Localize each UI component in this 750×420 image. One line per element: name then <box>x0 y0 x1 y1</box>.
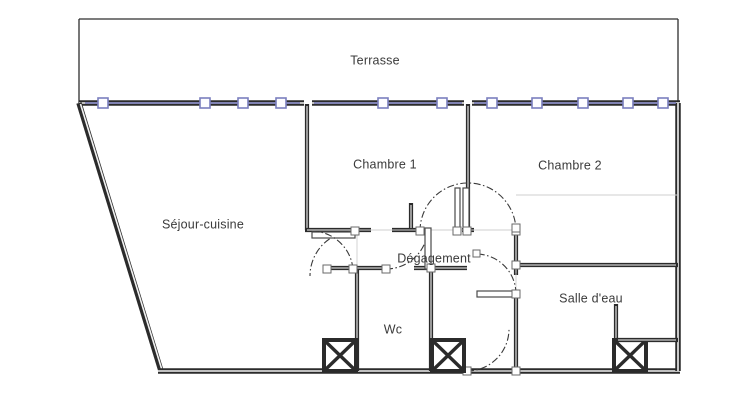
window-symbol[interactable] <box>237 97 249 109</box>
entry-door[interactable] <box>462 328 521 376</box>
window-symbol[interactable] <box>577 97 589 109</box>
room-label-wc: Wc <box>384 322 402 336</box>
window-symbol[interactable] <box>436 97 448 109</box>
structural-column <box>322 338 358 373</box>
window-symbol[interactable] <box>622 97 634 109</box>
room-label-terrasse: Terrasse <box>350 53 400 67</box>
window-band <box>85 97 676 109</box>
chambre-1-door[interactable] <box>309 226 360 277</box>
terrasse-outline <box>78 18 679 103</box>
column-stub-wall <box>613 304 678 343</box>
wall-nodes <box>426 223 521 273</box>
structural-column <box>612 338 648 373</box>
window-symbol[interactable] <box>199 97 211 109</box>
salle-d-eau-door[interactable] <box>472 249 521 299</box>
exterior-walls <box>76 100 681 374</box>
window-symbol[interactable] <box>531 97 543 109</box>
window-symbol[interactable] <box>657 97 669 109</box>
window-symbol[interactable] <box>97 97 109 109</box>
room-label-salle-d-eau: Salle d'eau <box>559 291 623 305</box>
room-label-chambre-2: Chambre 2 <box>538 158 602 172</box>
interior-walls <box>304 104 678 371</box>
window-symbol[interactable] <box>377 97 389 109</box>
window-symbol[interactable] <box>486 97 498 109</box>
window-symbol[interactable] <box>275 97 287 109</box>
room-label-sejour-cuisine: Séjour-cuisine <box>162 217 244 231</box>
wc-door[interactable] <box>310 230 358 274</box>
chambre-2-door[interactable] <box>415 182 521 236</box>
room-label-chambre-1: Chambre 1 <box>353 157 417 171</box>
structural-column <box>430 338 466 373</box>
room-label-degagement: Dégagement <box>397 251 471 265</box>
